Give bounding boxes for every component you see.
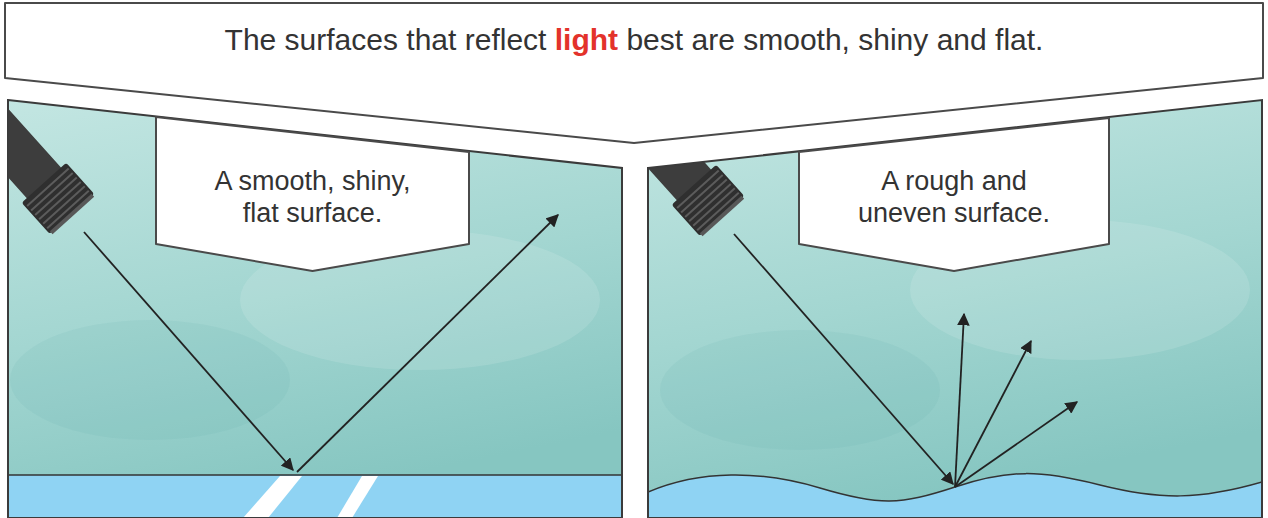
torch-symbol [0,75,96,236]
scattered-ray [955,314,964,487]
surface-line [8,474,622,476]
text-run [850,23,858,56]
shine-stripe [337,476,378,518]
callout-box: A rough and uneven surface. [798,117,1110,272]
panel-background [648,100,1262,518]
text-run: surfaces [285,23,398,56]
text-run: and [937,23,987,56]
text-run: that [406,23,456,56]
text-run [546,23,554,56]
text-run [683,23,691,56]
text-run: are [692,23,735,56]
text-holder: The surfaces that reflect light best are… [4,2,1264,78]
callout-text: A smooth, shiny, flat surface. [200,165,425,230]
text-holder: A smooth, shiny, flat surface. [155,116,470,244]
text-run: shiny [858,23,928,56]
heading-text: The surfaces that reflect light best are… [34,22,1234,58]
panel-border [648,100,1262,518]
text-run: flat. [995,23,1043,56]
smooth-surface [8,475,622,518]
text-run [398,23,406,56]
scattered-ray [955,402,1077,487]
text-run: best [626,23,683,56]
text-run [987,23,995,56]
texture-blotch [660,330,940,450]
text-run: The [225,23,277,56]
text-run: smooth, [743,23,850,56]
highlight-word: light [555,23,618,56]
text-run [735,23,743,56]
text-run: reflect [465,23,547,56]
text-run [276,23,284,56]
incident-ray [84,232,293,470]
callout-box: A smooth, shiny, flat surface. [155,116,470,272]
texture-blotch [10,320,290,440]
panel-texture [593,77,1262,518]
panel-background [8,100,622,518]
panel-texture [0,75,622,518]
outline-path [799,118,1109,271]
scattered-ray [955,341,1031,487]
text-run [456,23,464,56]
outline-path [156,117,469,271]
panel-border [8,100,622,518]
text-run [928,23,936,56]
incident-ray [734,234,953,484]
shine-stripe [243,476,302,518]
text-holder: A rough and uneven surface. [798,117,1110,244]
text-run [618,23,626,56]
callout-text: A rough and uneven surface. [842,165,1067,230]
